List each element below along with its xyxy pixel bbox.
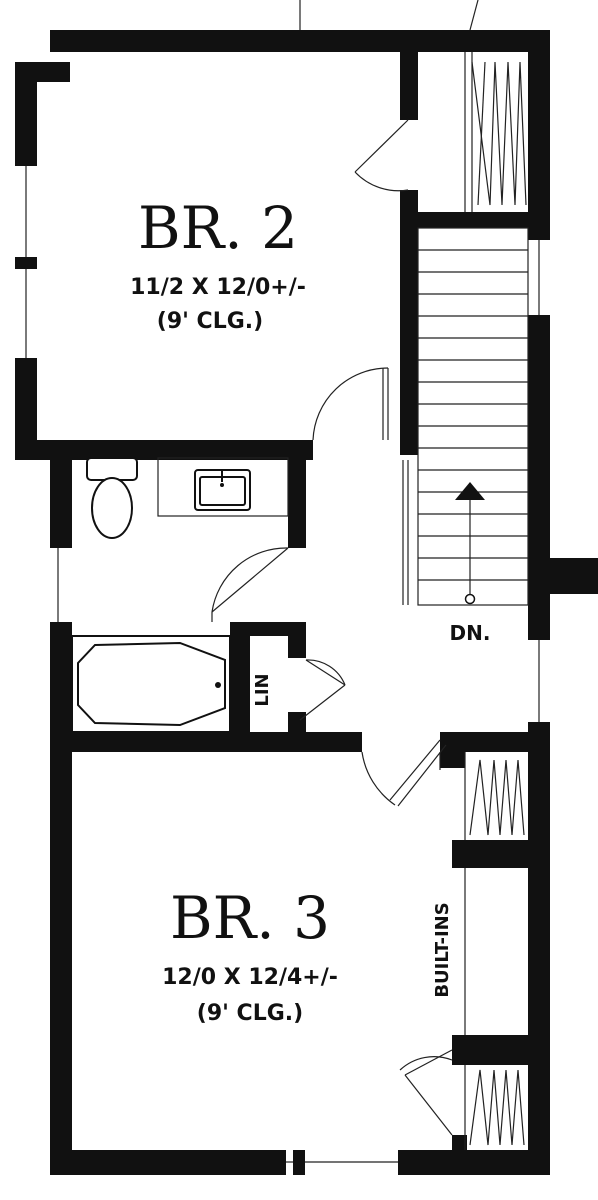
- wall-outlines: [25, 0, 540, 1163]
- br3-ceiling: (9' CLG.): [197, 1001, 303, 1026]
- room-labels: BR. 2 11/2 X 12/0+/- (9' CLG.) BR. 3 12/…: [130, 194, 490, 1026]
- toilet-icon: [86, 457, 138, 539]
- stairs: [402, 227, 529, 606]
- doors: [211, 119, 453, 1136]
- builtins-label: BUILT-INS: [432, 902, 453, 997]
- walls: [15, 30, 598, 1175]
- br3-size: 12/0 X 12/4+/-: [162, 965, 338, 990]
- sink-icon: [194, 469, 251, 511]
- br2-size: 11/2 X 12/0+/-: [130, 275, 306, 300]
- br3-name: BR. 3: [170, 884, 330, 952]
- closet-shelving-icon: [464, 52, 527, 212]
- linen-label: LIN: [252, 673, 273, 706]
- br2-name: BR. 2: [138, 194, 298, 262]
- vanity: [157, 457, 289, 517]
- stair-arrow-icon: [455, 482, 485, 605]
- bathtub-icon: [71, 635, 231, 733]
- closet-shelving-icon: [464, 752, 525, 1150]
- br2-ceiling: (9' CLG.): [157, 309, 263, 334]
- stairs-label: DN.: [450, 621, 491, 645]
